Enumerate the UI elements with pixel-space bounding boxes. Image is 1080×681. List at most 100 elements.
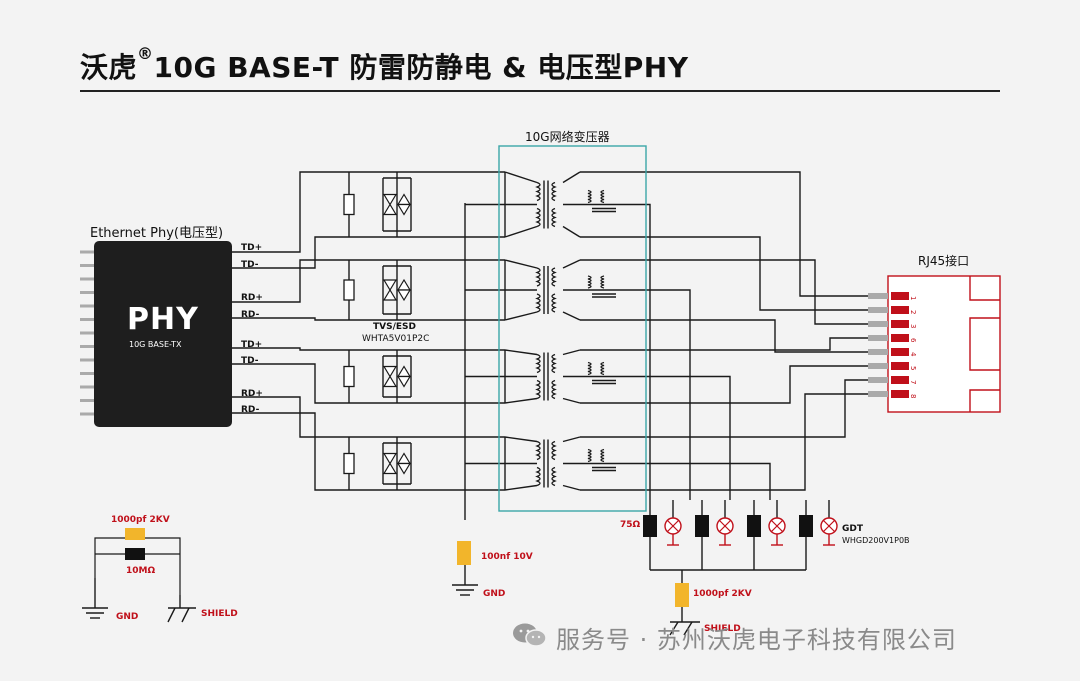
rj45-pin-number: 4	[909, 352, 917, 357]
rj45-pin	[868, 293, 888, 299]
resistor-75	[799, 515, 813, 537]
chip-left-pin	[80, 399, 94, 402]
gdt-part: WHGD200V1P0B	[842, 536, 910, 545]
legend-shield-label: SHIELD	[201, 609, 238, 619]
gdt-mark	[770, 519, 784, 533]
wire	[563, 375, 731, 500]
wire	[562, 484, 581, 491]
resistor-75	[643, 515, 657, 537]
transformer-coil	[535, 293, 541, 313]
tvs-label: TVS/ESD	[373, 322, 416, 332]
resistor-75	[747, 515, 761, 537]
chip-left-pin	[80, 318, 94, 321]
title-brand: 沃虎	[80, 51, 138, 84]
wire	[620, 259, 880, 325]
rj45-outline	[969, 317, 1000, 371]
wire	[504, 397, 538, 404]
wire	[562, 311, 581, 321]
legend-capacitor	[125, 528, 145, 540]
transformer-coil	[600, 448, 605, 463]
wire	[620, 379, 880, 438]
gdt-label: GDT	[842, 524, 863, 534]
transformer-coil	[551, 207, 557, 228]
transformer-coil	[551, 440, 557, 461]
rj45-pin	[868, 349, 888, 355]
transformer-coil	[535, 207, 541, 228]
chip-left-pin	[80, 291, 94, 294]
transformer-coil	[551, 267, 557, 287]
rj45-pin	[868, 391, 888, 397]
gdt-mark	[822, 519, 836, 533]
rj45-contact	[891, 362, 909, 370]
wire	[504, 349, 538, 356]
wire	[504, 225, 538, 238]
wire	[252, 347, 505, 351]
rj45-pin-number: 8	[909, 394, 917, 398]
transformer-coil	[600, 189, 605, 204]
wire	[252, 363, 505, 404]
wire	[252, 236, 505, 269]
transformer-coil	[551, 379, 557, 400]
rj45-pin	[868, 335, 888, 341]
capacitor	[675, 583, 689, 607]
transformer-coil	[551, 353, 557, 374]
transformer-coil	[587, 361, 592, 376]
rj45-pin-number: 2	[909, 310, 917, 314]
resistor	[343, 452, 355, 475]
tvs-diode	[382, 288, 398, 301]
rj45-contact	[891, 320, 909, 328]
tvs-diode	[382, 452, 398, 465]
tvs-diode	[396, 462, 412, 475]
wire	[562, 225, 581, 238]
wire-layer	[232, 171, 880, 622]
chip-left-pin	[80, 372, 94, 375]
transformer-coil	[551, 293, 557, 313]
tvs-part: WHTA5V01P2C	[362, 334, 430, 344]
cap-bottom-label: 1000pf 2KV	[693, 589, 752, 599]
chip-left-pin	[80, 358, 94, 362]
wire	[562, 259, 581, 269]
transformer-coil	[535, 267, 541, 287]
wire	[504, 436, 538, 443]
rj45-outline	[969, 389, 1000, 412]
rj45-contact	[891, 348, 909, 356]
transformer-coil	[551, 181, 557, 202]
resistor	[343, 279, 355, 301]
rj45-contact	[891, 390, 909, 398]
transformer-coil	[535, 181, 541, 202]
tvs-diode	[396, 289, 412, 302]
phy-chip-sub: 10G BASE-TX	[129, 340, 182, 349]
wire	[504, 259, 538, 269]
wire	[252, 396, 505, 438]
wechat-icon	[513, 623, 547, 647]
rj45-contact	[891, 376, 909, 384]
gdt-mark	[666, 519, 680, 533]
wire	[620, 393, 880, 491]
tvs-diode	[382, 279, 398, 292]
rj45-pin	[868, 363, 888, 369]
rj45-contact	[891, 292, 909, 300]
rj45-label: RJ45接口	[918, 254, 970, 268]
wire	[620, 337, 880, 351]
tvs-diode	[382, 375, 398, 388]
gdt-mark	[718, 519, 732, 533]
resistor-75-label: 75Ω	[620, 520, 641, 530]
transformer-coil	[535, 379, 541, 400]
chip-left-pin	[80, 264, 94, 267]
tvs-diode	[396, 365, 412, 378]
tvs-diode	[382, 462, 398, 475]
resistor-75	[695, 515, 709, 537]
pin-label: RD+	[241, 389, 263, 399]
cap-center-label: 100nf 10V	[481, 552, 533, 562]
transformer-coil	[587, 275, 592, 289]
capacitor	[457, 541, 471, 565]
chip-left-pin	[80, 277, 94, 281]
wire	[562, 397, 581, 404]
rj45-pin-number: 3	[909, 324, 917, 328]
rj45-pin-number: 7	[909, 380, 917, 384]
page-title: 沃虎®10G BASE-T 防雷防静电 & 电压型PHY	[80, 44, 689, 86]
rj45-pin	[868, 307, 888, 313]
rj45-contact	[891, 306, 909, 314]
